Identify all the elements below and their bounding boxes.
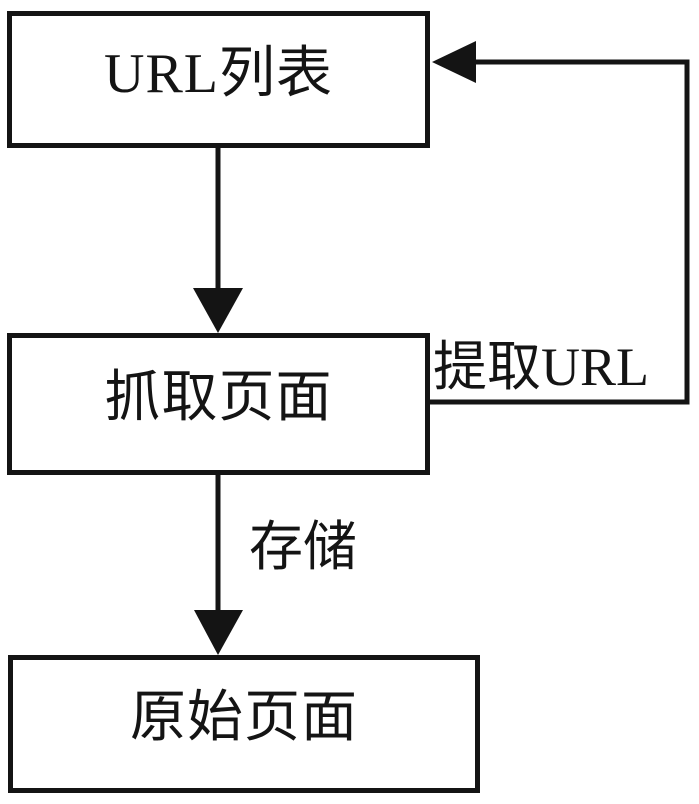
edge-label-extract-url: 提取URL [433, 337, 649, 397]
node-crawl-page-label: 抓取页面 [104, 367, 333, 429]
edge-label-store: 存储 [249, 517, 357, 577]
node-original-page: 原始页面 [8, 655, 480, 793]
arrow-extract-loop [430, 41, 690, 405]
arrow-url-to-crawl [193, 148, 243, 333]
node-original-page-label: 原始页面 [130, 687, 358, 749]
arrow-crawl-to-original [194, 475, 243, 655]
node-url-list-label: URL列表 [104, 42, 333, 105]
node-crawl-page: 抓取页面 [7, 333, 430, 475]
node-url-list: URL列表 [7, 11, 430, 148]
